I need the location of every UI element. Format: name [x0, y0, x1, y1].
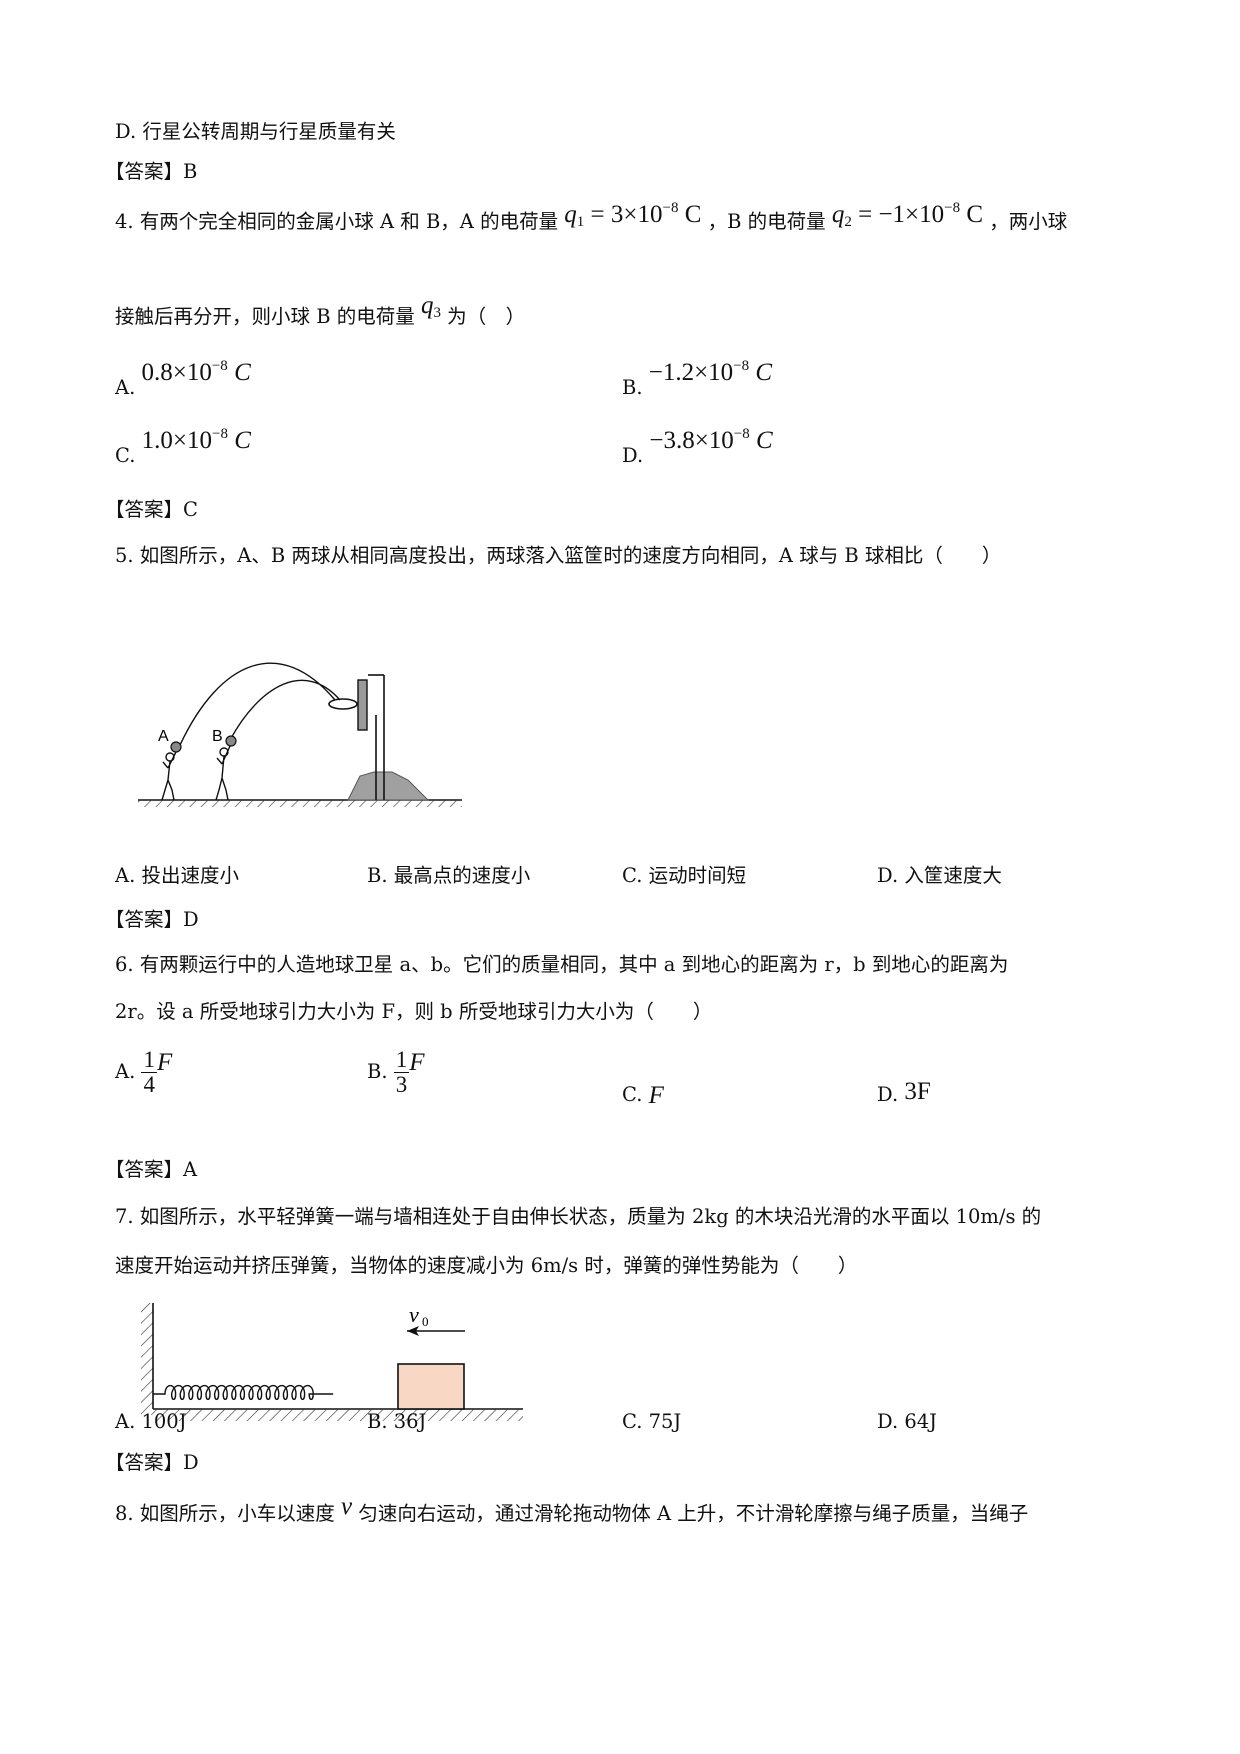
q6-option-d-label: D. [877, 1083, 899, 1106]
spring-block-figure: v 0 [141, 1302, 523, 1421]
q7-stem-line2: 速度开始运动并挤压弹簧，当物体的速度减小为 6m/s 时，弹簧的弹性势能为（ ） [115, 1254, 858, 1277]
trajectory-b [229, 679, 341, 741]
q6-answer: 【答案】A [105, 1158, 198, 1181]
q3-answer: 【答案】B [105, 160, 198, 183]
q4-stem-line2: 接触后再分开，则小球 B 的电荷量 q3 为（ ） [115, 293, 526, 331]
q4-q1-formula: q1 = 3×10−8 C [564, 200, 702, 230]
ground-hatch [138, 800, 462, 807]
spring [153, 1384, 334, 1401]
velocity-subscript: 0 [422, 1314, 429, 1329]
q6-option-a-var: F [156, 1049, 173, 1077]
q5-stem: 5. 如图所示，A、B 两球从相同高度投出，两球落入篮筐时的速度方向相同，A 球… [115, 544, 1002, 567]
q4-option-b-label: B. [622, 376, 643, 399]
q5-option-d: D. 入筐速度大 [877, 864, 1002, 887]
velocity-arrowhead [407, 1326, 419, 1336]
q4-stem-part1: 4. 有两个完全相同的金属小球 A 和 B，A 的电荷量 [115, 210, 559, 233]
q4-option-a-label: A. [115, 376, 136, 399]
stand-base [347, 771, 430, 801]
q7-option-c: C. 75J [622, 1410, 682, 1433]
label-a: A [158, 728, 169, 745]
q6-option-b-label: B. [367, 1060, 388, 1084]
q8-stem-part1: 8. 如图所示，小车以速度 [115, 1502, 335, 1525]
q4-option-b: B. −1.2×10−8 C [622, 359, 772, 399]
q4-option-c-value: 1.0×10−8 C [141, 426, 251, 454]
q5-option-c: C. 运动时间短 [622, 864, 747, 887]
label-b: B [212, 728, 223, 745]
q4-stem-part2: ，B 的电荷量 [707, 210, 826, 233]
q4-stem-line1: 4. 有两个完全相同的金属小球 A 和 B，A 的电荷量 q1 = 3×10−8… [115, 201, 1068, 236]
q7-answer: 【答案】D [105, 1451, 199, 1474]
q7-option-d: D. 64J [877, 1410, 937, 1433]
q6-stem-line2: 2r。设 a 所受地球引力大小为 F，则 b 所受地球引力大小为（ ） [115, 1000, 713, 1023]
q5-answer: 【答案】D [105, 908, 199, 931]
q4-q3-symbol: q3 [420, 292, 441, 321]
q8-stem: 8. 如图所示，小车以速度 v 匀速向右运动，通过滑轮拖动物体 A 上升，不计滑… [115, 1494, 1029, 1525]
q4-option-c-label: C. [115, 444, 136, 467]
q4-option-d: D. −3.8×10−8 C [622, 427, 773, 467]
q5-option-a: A. 投出速度小 [115, 864, 239, 887]
q4-option-a: A. 0.8×10−8 C [115, 359, 251, 399]
q6-option-d: D. 3F [877, 1078, 931, 1106]
wooden-block [397, 1363, 465, 1410]
q4-answer: 【答案】C [105, 498, 198, 521]
q7-option-b: B. 36J [367, 1410, 427, 1433]
q5-option-b: B. 最高点的速度小 [367, 864, 531, 887]
q4-option-b-value: −1.2×10−8 C [648, 358, 773, 386]
basketball-figure: A B [138, 662, 462, 807]
q4-stem-part5: 为（ ） [447, 305, 526, 328]
backboard [357, 679, 368, 731]
q4-stem-part4: 接触后再分开，则小球 B 的电荷量 [115, 305, 415, 328]
velocity-label: v [409, 1302, 419, 1327]
ball-b [225, 735, 237, 747]
q4-stem-part3: ，两小球 [989, 210, 1068, 233]
q6-option-c: C. F [622, 1081, 664, 1109]
hoop [328, 698, 358, 710]
q8-stem-part2: 匀速向右运动，通过滑轮拖动物体 A 上升，不计滑轮摩擦与绳子质量，当绳子 [358, 1502, 1029, 1525]
q4-option-d-value: −3.8×10−8 C [649, 426, 773, 454]
q6-option-b-var: F [409, 1049, 425, 1077]
q8-velocity-symbol: v [341, 1493, 353, 1520]
q4-option-d-label: D. [622, 444, 644, 467]
q4-q2-formula: q2 = −1×10−8 C [831, 200, 984, 230]
floor-hatch [153, 1409, 523, 1421]
q6-option-c-value: F [648, 1082, 664, 1109]
q4-option-a-value: 0.8×10−8 C [141, 358, 251, 386]
player-a [161, 751, 177, 801]
ball-a [170, 741, 182, 753]
q7-option-a: A. 100J [115, 1410, 187, 1433]
q6-option-c-label: C. [622, 1083, 643, 1106]
q4-option-c: C. 1.0×10−8 C [115, 427, 251, 467]
trajectory-a [179, 662, 336, 746]
wall-hatch [141, 1303, 153, 1415]
q6-stem-line1: 6. 有两颗运行中的人造地球卫星 a、b。它们的质量相同，其中 a 到地心的距离… [115, 953, 1009, 976]
q6-option-d-value: 3F [904, 1078, 931, 1105]
q7-stem-line1: 7. 如图所示，水平轻弹簧一端与墙相连处于自由伸长状态，质量为 2kg 的木块沿… [115, 1205, 1042, 1228]
player-b [215, 745, 231, 801]
q3-option-d: D. 行星公转周期与行星质量有关 [115, 120, 396, 143]
q6-option-a-label: A. [115, 1060, 136, 1084]
